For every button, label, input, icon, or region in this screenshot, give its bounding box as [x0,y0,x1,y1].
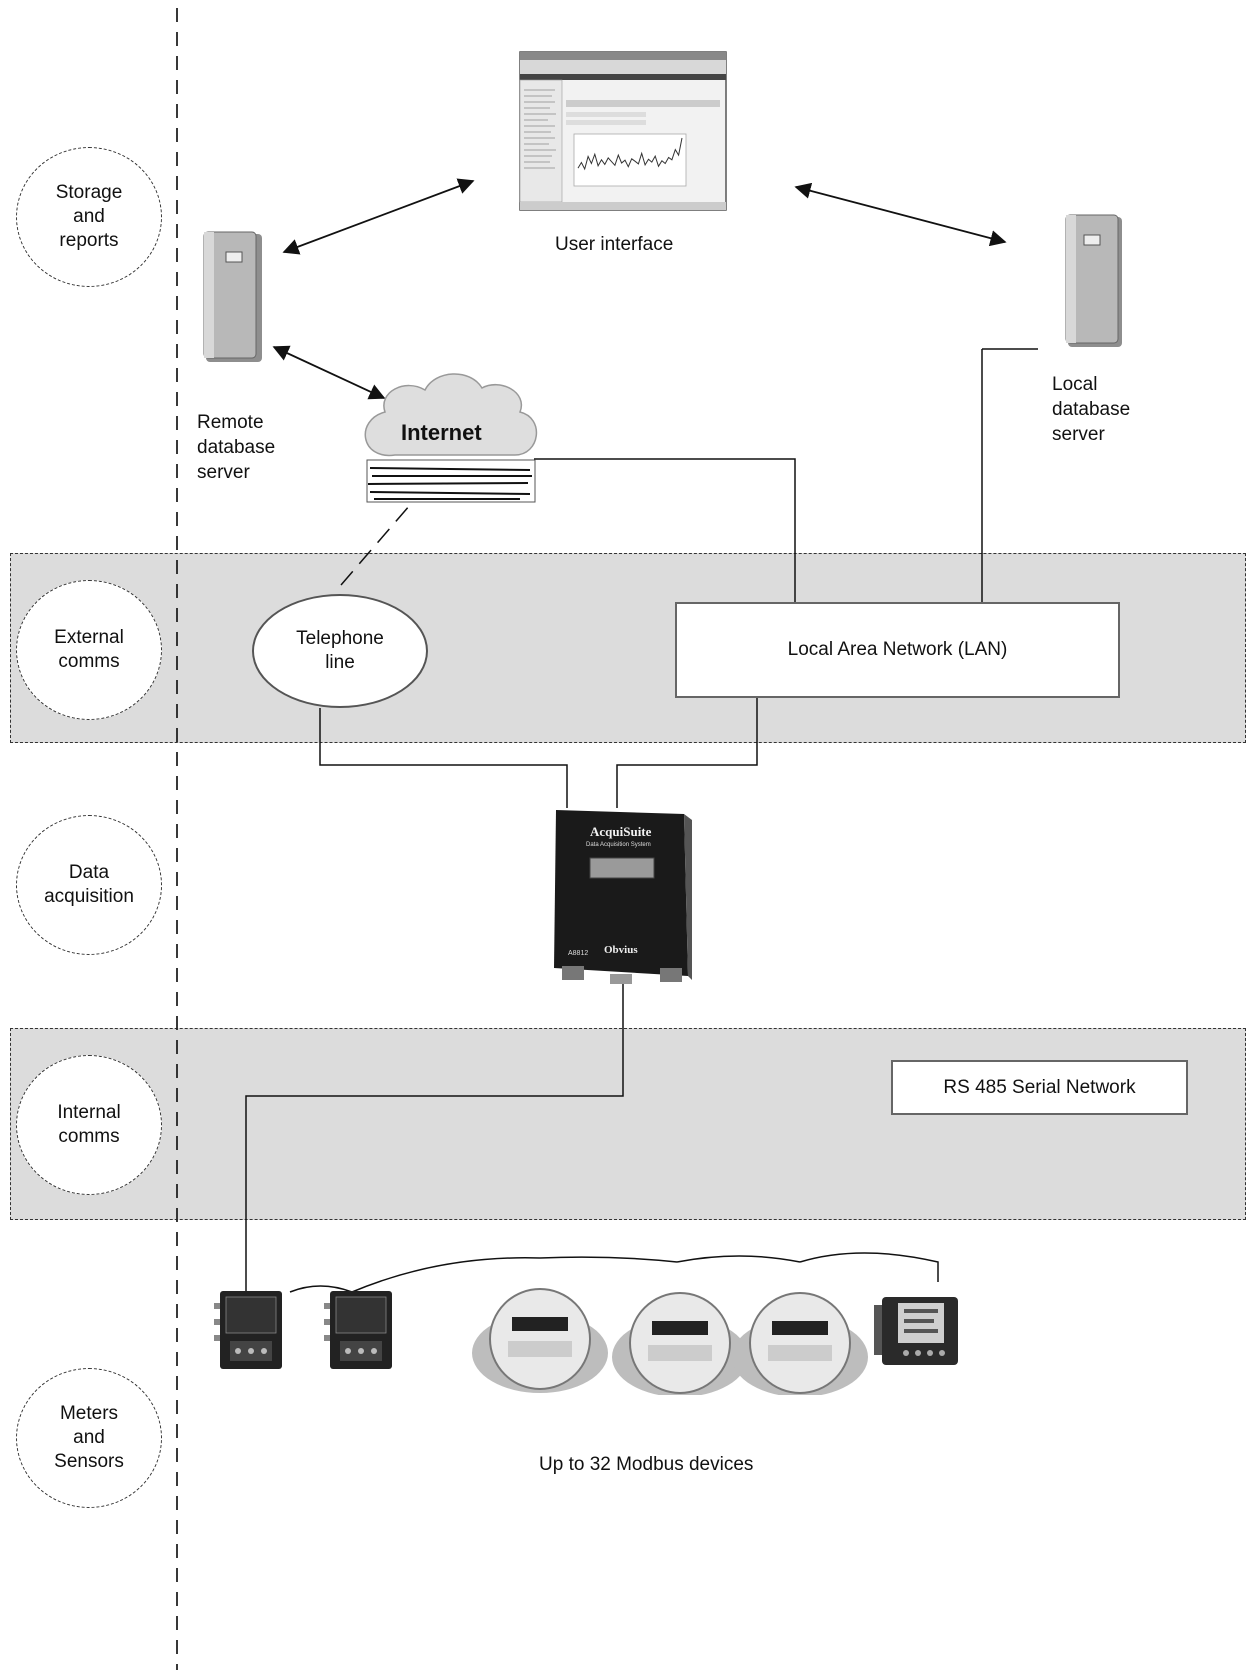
stage-external-comms: External comms [16,580,162,720]
display-meter-icon [874,1297,958,1365]
kwh-meter-icon [472,1288,608,1393]
internet-label: Internet [401,420,482,445]
stage-storage-and-reports: Storage and reports [16,147,162,287]
obvius-logo: Obvius [604,944,638,956]
line-lan-acquisuite [616,695,758,808]
stage-label: Data acquisition [44,862,134,907]
stage-meters-and-sensors: Meters and Sensors [16,1368,162,1508]
chain-2 [351,1257,541,1293]
remote-server-label: Remote database server [197,412,276,483]
power-meter-icon [324,1291,392,1369]
user-interface-screenshot [519,51,727,211]
stage-data-acquisition: Data acquisition [16,815,162,955]
user-interface-label: User interface [555,234,674,255]
telephone-line-node: Telephone line [252,594,428,708]
arrow-ui-local [794,182,1007,247]
arrow-remote-ui [282,178,475,255]
line-internet-lan [534,458,796,602]
acquisuite-brand: AcquiSuite [590,824,652,839]
stage-label: Storage and reports [55,182,123,251]
chain-4 [676,1255,801,1263]
chain-3 [539,1256,678,1263]
kwh-meter-icon [612,1292,748,1395]
line-phone-internet [340,504,411,586]
stage-label: External comms [54,627,124,672]
stage-label: Internal comms [57,1102,121,1147]
acquisuite-model: A8812 [568,950,589,957]
stage-label: Meters and Sensors [54,1403,124,1472]
acquisuite-device-image [554,810,692,984]
line-phone-acquisuite [319,708,568,808]
ui-chart-series [577,137,683,171]
arrow-remote-internet [272,345,386,400]
line-acquisuite-rs485 [245,977,624,1293]
kwh-meter-icon [732,1292,868,1395]
internet-cloud-icon [364,373,537,503]
rs485-box: RS 485 Serial Network [891,1060,1188,1115]
devices-caption: Up to 32 Modbus devices [539,1454,754,1475]
chain-1 [289,1285,353,1293]
power-meter-icon [214,1291,282,1369]
stage-internal-comms: Internal comms [16,1055,162,1195]
modbus-devices-row [214,1288,958,1395]
local-server-label: Local database server [1052,374,1131,445]
local-server-icon [1065,214,1122,347]
lan-box: Local Area Network (LAN) [675,602,1120,698]
remote-server-icon [203,231,262,362]
acquisuite-subtitle: Data Acquisition System [586,842,651,848]
chain-5 [799,1252,939,1282]
acquisuite-device: AcquiSuite Data Acquisition System A8812… [552,808,692,986]
